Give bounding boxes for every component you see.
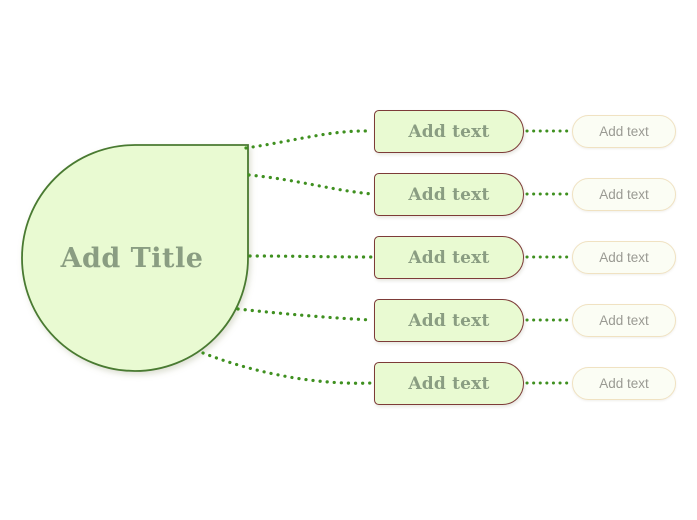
connector-branch-3 — [248, 254, 374, 259]
connector-branch-2 — [247, 173, 374, 196]
secondary-node-2-label: Add text — [599, 187, 649, 202]
primary-node-5-label: Add text — [408, 373, 490, 394]
primary-node-1[interactable]: Add text — [374, 110, 524, 153]
primary-node-5[interactable]: Add text — [374, 362, 524, 405]
secondary-node-2[interactable]: Add text — [572, 178, 676, 211]
primary-node-2[interactable]: Add text — [374, 173, 524, 216]
secondary-node-5[interactable]: Add text — [572, 367, 676, 400]
primary-node-3[interactable]: Add text — [374, 236, 524, 279]
connector-branch-4 — [236, 307, 374, 322]
primary-node-1-label: Add text — [408, 121, 490, 142]
primary-node-4-label: Add text — [408, 310, 490, 331]
primary-node-3-label: Add text — [408, 247, 490, 268]
secondary-node-4-label: Add text — [599, 313, 649, 328]
connector-branch-1 — [244, 129, 374, 150]
secondary-node-1-label: Add text — [599, 124, 649, 139]
secondary-node-5-label: Add text — [599, 376, 649, 391]
secondary-node-3-label: Add text — [599, 250, 649, 265]
connector-branch-5 — [201, 351, 374, 385]
center-node-shape[interactable] — [21, 144, 249, 372]
primary-node-2-label: Add text — [408, 184, 490, 205]
secondary-node-3[interactable]: Add text — [572, 241, 676, 274]
secondary-node-1[interactable]: Add text — [572, 115, 676, 148]
secondary-node-4[interactable]: Add text — [572, 304, 676, 337]
primary-node-4[interactable]: Add text — [374, 299, 524, 342]
